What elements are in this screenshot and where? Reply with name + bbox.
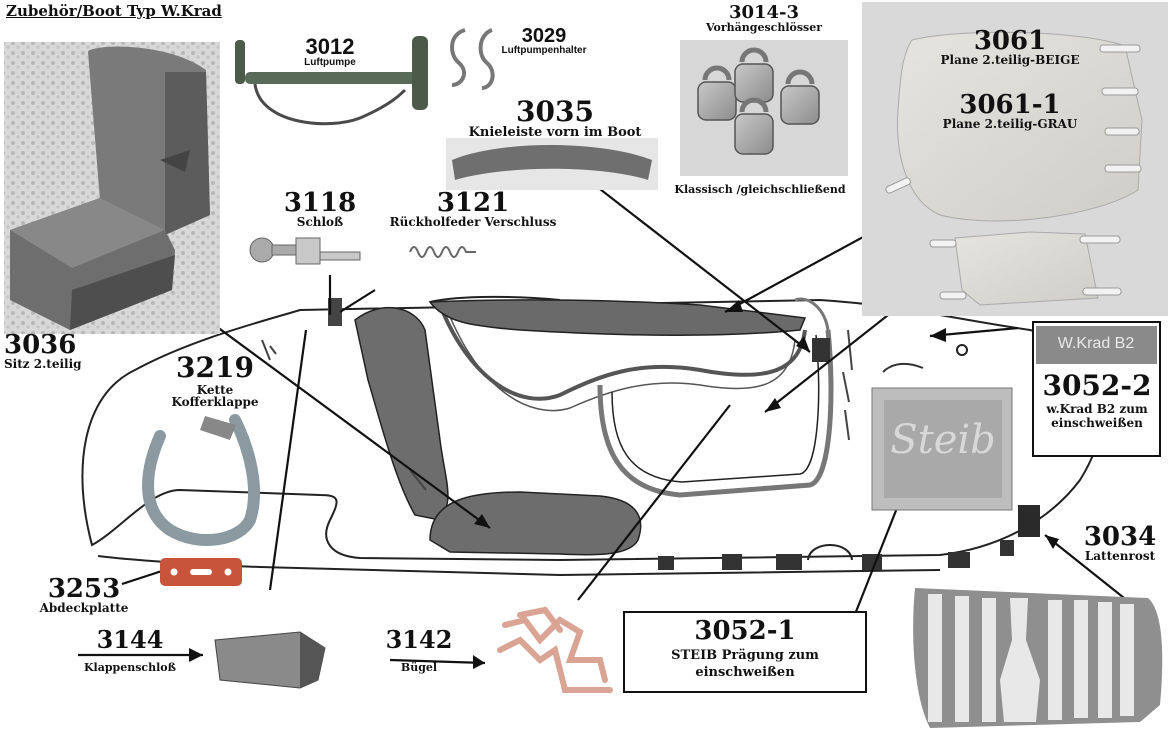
label-3061: 3061 Plane 2.teilig-BEIGE [900,28,1120,66]
part-name: Luftpumpe [304,57,356,68]
page-title: Zubehör/Boot Typ W.Krad [6,2,222,20]
part-number: 3121 [436,188,510,218]
part-number: 3052-2 [1042,369,1152,402]
padlocks-photo [680,40,848,176]
brackets-photo [497,606,613,693]
part-number: 3142 [385,625,453,654]
part-number: 3034 [1083,522,1157,552]
spring-photo [409,246,476,258]
part-name: Sitz 2.teilig [4,357,82,371]
seat-photo [4,42,220,334]
label-3253: 3253 Abdeckplatte [34,576,134,614]
part-number: 3029 [521,25,567,47]
label-3142: 3142 Bügel [374,625,464,674]
part-name: Rückholfeder Verschluss [389,215,557,229]
pump-holder-photo [450,28,495,90]
part-name: w.Krad B2 zum einschweißen [1046,402,1148,431]
steib-emblem-text: Steib [890,417,996,463]
part-name: Kette Kofferklappe [171,383,259,409]
lock-photo [249,237,361,265]
label-3034: 3034 Lattenrost [1072,524,1168,562]
knee-strip-photo [446,138,658,190]
seat-drawing [354,306,642,556]
chain-photo [142,414,261,547]
wkrad-plate-text: W.Krad B2 [1057,335,1135,352]
part-name: STEIB Prägung zum einschweißen [671,648,819,680]
part-number: 3061 [973,26,1047,56]
slat-blocks [328,298,1040,570]
label-3118: 3118 Schloß [280,190,360,228]
part-name: Plane 2.teilig-GRAU [942,117,1078,131]
latch-photo [214,631,326,689]
part-name: Vorhängeschlösser [705,21,823,34]
part-name: Abdeckplatte [39,601,129,615]
label-3052-2: 3052-2 w.Krad B2 zum einschweißen [1034,372,1160,431]
part-number: 3061-1 [959,90,1061,120]
wkrad-plate [1036,326,1157,364]
label-3014-3-note: Klassisch /gleichschließend [674,183,846,196]
part-name: Luftpumpenhalter [501,45,587,56]
label-3052-1: 3052-1 STEIB Prägung zum einschweißen [626,618,864,682]
part-name: Klappenschloß [83,661,176,674]
part-number: 3035 [516,95,594,128]
knee-strip-drawing [428,299,807,337]
label-3061-1: 3061-1 Plane 2.teilig-GRAU [900,92,1120,130]
part-name: Bügel [400,661,438,674]
label-3121: 3121 Rückholfeder Verschluss [366,190,580,228]
part-name: Schloß [296,215,344,229]
label-3219: 3219 Kette Kofferklappe [150,351,280,409]
part-name: Lattenrost [1084,549,1156,563]
canvas-cover-photo [862,2,1168,316]
label-3144: 3144 Klappenschloß [80,625,180,674]
label-3036: 3036 Sitz 2.teilig [4,332,82,370]
label-3029: 3029 Luftpumpenhalter [494,26,594,56]
part-number: 3012 [305,34,355,59]
part-name: Plane 2.teilig-BEIGE [940,53,1080,67]
part-number: 3253 [47,574,121,604]
part-number: 3052-1 [694,616,796,646]
label-3014-3: 3014-3 Vorhängeschlösser [680,2,848,34]
part-name: Knieleiste vorn im Boot [468,125,642,140]
label-3012: 3012 Luftpumpe [290,36,370,68]
part-number: 3036 [4,330,77,360]
label-3035: 3035 Knieleiste vorn im Boot [440,95,670,140]
air-pump-photo [235,36,428,126]
cover-plate-photo [160,558,242,586]
part-number: 3219 [176,351,254,384]
part-number: 3144 [96,625,164,654]
slatted-grid-photo [913,588,1163,728]
part-number: 3118 [283,188,357,218]
part-number: 3014-3 [728,2,800,23]
